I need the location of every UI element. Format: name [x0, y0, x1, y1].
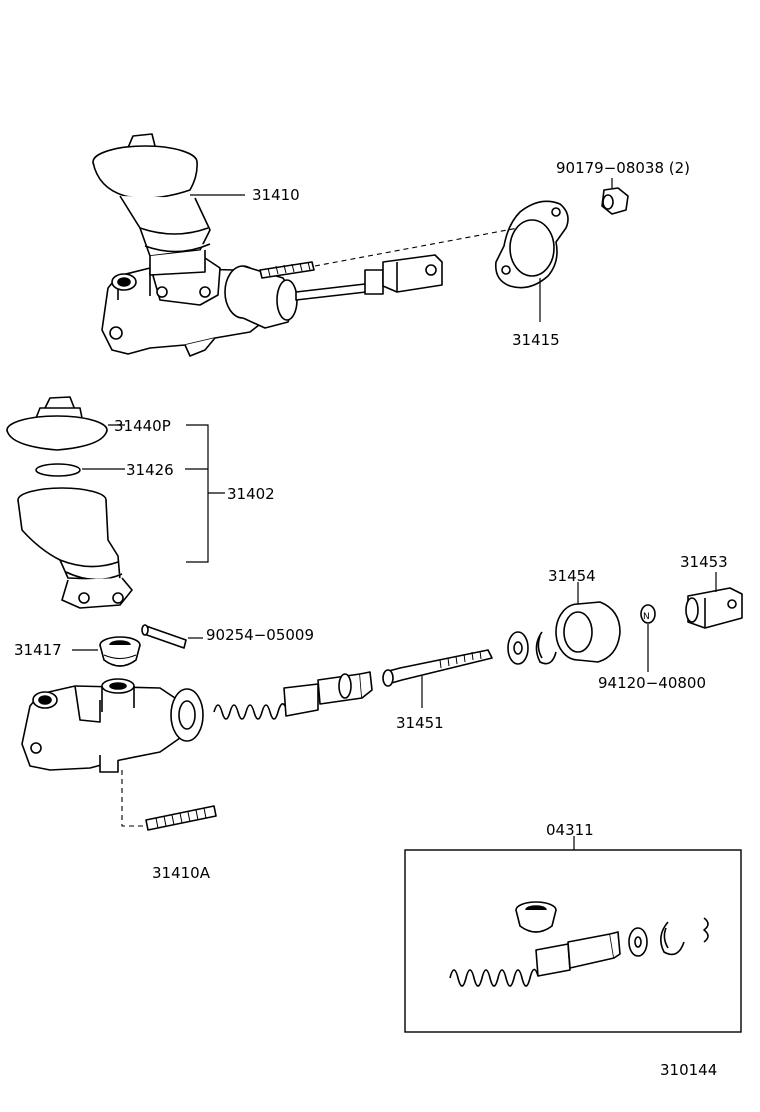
kit-washer	[628, 927, 648, 957]
label-31426: 31426	[126, 461, 174, 479]
dashed-leader-stud	[314, 227, 519, 267]
reservoir-31410	[92, 133, 211, 276]
nut-94120-40800: N	[640, 604, 656, 624]
label-31410: 31410	[252, 186, 300, 204]
label-90254-05009: 90254−05009	[206, 626, 314, 644]
label-90179-08038: 90179−08038 (2)	[556, 159, 690, 177]
label-31410A: 31410A	[152, 864, 211, 882]
label-94120-40800: 94120−40800	[598, 674, 706, 692]
reservoir-body-31402	[17, 487, 133, 609]
reservoir-cap-31440P	[6, 396, 108, 451]
svg-text:N: N	[643, 612, 650, 622]
washer	[507, 631, 529, 665]
label-04311: 04311	[546, 821, 594, 839]
diagram-id: 310144	[660, 1061, 717, 1079]
label-31417: 31417	[14, 641, 62, 659]
label-31451: 31451	[396, 714, 444, 732]
boot-31454	[555, 601, 621, 663]
kit-grommet	[515, 901, 557, 933]
gasket-31415	[494, 200, 569, 289]
nut-90179-08038	[601, 187, 629, 215]
master-cylinder-assembly	[101, 254, 443, 357]
cylinder-body	[21, 678, 204, 773]
spring-and-piston	[213, 671, 373, 720]
kit-spring-and-piston	[449, 931, 621, 987]
label-31440P: 31440P	[114, 417, 171, 435]
snap-ring	[535, 631, 557, 665]
seal-ring-31426	[35, 463, 81, 477]
pin-90254-05009	[141, 624, 187, 649]
stud-31410A	[145, 805, 217, 831]
clevis-31453	[685, 587, 743, 629]
grommet-31417	[99, 636, 141, 667]
dashed-leader-31410A	[121, 770, 146, 827]
push-rod-31451	[382, 649, 493, 687]
kit-box-04311	[404, 849, 742, 1033]
label-31453: 31453	[680, 553, 728, 571]
bracket-31402	[186, 424, 209, 563]
label-31454: 31454	[548, 567, 596, 585]
label-31415: 31415	[512, 331, 560, 349]
kit-clip	[703, 917, 709, 943]
label-31402: 31402	[227, 485, 275, 503]
kit-snap-ring	[660, 921, 685, 956]
